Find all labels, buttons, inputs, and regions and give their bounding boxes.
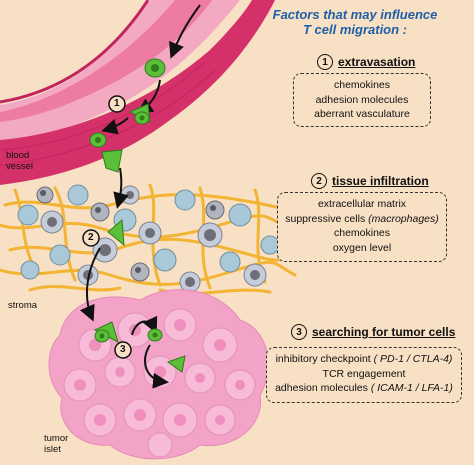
stroma-label: stroma: [8, 300, 38, 311]
blood-vessel-label-line1: blood: [6, 150, 30, 161]
step-2-factor: chemokines: [333, 227, 391, 239]
step-3-factor-detail: ( PD-1 / CTLA-4): [373, 353, 453, 365]
blood-vessel-label: blood vessel: [6, 150, 33, 172]
tumor-islet-label-line1: tumor: [44, 433, 69, 444]
step-2-factor-text: suppressive cells: [285, 212, 369, 225]
step-3-factor: inhibitory checkpoint ( PD-1 / CTLA-4): [267, 352, 461, 367]
step-2-factor: oxygen level: [332, 241, 392, 254]
marker-2: 2: [88, 232, 94, 243]
step-3-factor: adhesion molecules ( ICAM-1 / LFA-1): [267, 381, 461, 396]
step-1-factor: chemokines: [333, 79, 391, 91]
marker-3: 3: [120, 344, 126, 355]
step-3-number: 3: [291, 324, 307, 340]
tumor-islet: [48, 289, 269, 460]
step-2-factor: extracellular matrix: [317, 198, 407, 210]
step-1-factor: aberrant vasculature: [314, 108, 410, 120]
title-line1: Factors that may influence: [272, 7, 438, 22]
blood-vessel-label-line2: vessel: [6, 161, 33, 172]
marker-1: 1: [114, 98, 120, 109]
step-1-label: extravasation: [338, 55, 416, 69]
t-cells: [89, 58, 186, 373]
factors-title: Factors that may influence T cell migrat…: [236, 7, 474, 37]
step-2-factor: suppressive cells (macrophages): [278, 212, 446, 227]
step-2-factor-detail: (macrophages): [368, 212, 439, 225]
step-3-factor: TCR engagement: [322, 367, 406, 380]
step-1-heading: 1 extravasation: [317, 54, 415, 70]
step-2-factors-box: extracellular matrix suppressive cells (…: [277, 192, 447, 262]
step-2-label: tissue infiltration: [332, 174, 429, 188]
blood-vessel: [0, 0, 275, 185]
step-3-factor-text: adhesion molecules: [275, 382, 371, 394]
diagram-markers: [82, 95, 132, 359]
step-1-number: 1: [317, 54, 333, 70]
tumor-islet-label: tumor islet: [44, 433, 68, 455]
step-2-heading: 2 tissue infiltration: [311, 173, 429, 189]
step-3-factor-detail: ( ICAM-1 / LFA-1): [370, 382, 453, 394]
tumor-islet-label-line2: islet: [44, 444, 61, 455]
step-1-factor: adhesion molecules: [315, 93, 409, 106]
migration-path: [79, 4, 201, 389]
title-line2: T cell migration :: [302, 22, 407, 37]
step-1-factors-box: chemokines adhesion molecules aberrant v…: [293, 73, 431, 127]
step-3-heading: 3 searching for tumor cells: [291, 324, 455, 340]
step-3-factors-box: inhibitory checkpoint ( PD-1 / CTLA-4) T…: [266, 347, 462, 403]
step-3-label: searching for tumor cells: [312, 325, 456, 339]
step-2-number: 2: [311, 173, 327, 189]
step-3-factor-text: inhibitory checkpoint: [275, 353, 374, 365]
